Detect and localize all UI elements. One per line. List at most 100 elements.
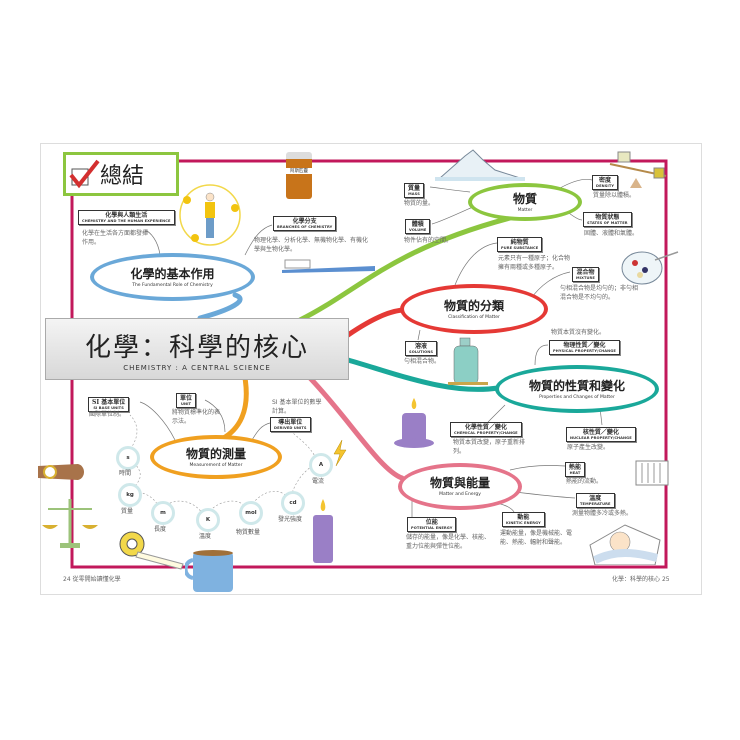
topic-subtitle: Classification of Matter bbox=[448, 314, 500, 320]
unit-mole: mol bbox=[239, 501, 263, 525]
desc-density: 質量除以體積。 bbox=[593, 192, 636, 199]
topic-title: 化學的基本作用 bbox=[130, 266, 215, 281]
unit-label: 物質數量 bbox=[235, 529, 261, 536]
unit-label: 溫度 bbox=[198, 533, 212, 540]
desc-temperature: 測量物體多冷或多熱。 bbox=[572, 510, 633, 517]
desc-mixture: 勻相混合物是均勻的；非勻相混合物是不均勻的。 bbox=[560, 285, 639, 301]
desc-volume: 物件佔有的空間。 bbox=[404, 237, 453, 244]
unit-label: 長度 bbox=[153, 526, 167, 533]
person-illustration bbox=[179, 184, 241, 246]
radiator-illustration bbox=[635, 460, 669, 486]
desc-derived-units: SI 基本單位的數學計算。 bbox=[272, 399, 322, 415]
branch-teal bbox=[345, 357, 501, 392]
unit-label: 發光強度 bbox=[277, 516, 303, 523]
mouthwash-bottle-illustration bbox=[448, 337, 488, 385]
desc-unit: 將物質標準化的表示法。 bbox=[172, 409, 221, 425]
branch-blue bbox=[197, 292, 243, 321]
desc-potential-energy: 儲存的能量，像是化學、核能、重力位能與彈性位能。 bbox=[406, 534, 491, 550]
unit-candela: cd bbox=[281, 491, 305, 515]
topic-subtitle: The Fundamental Role of Chemistry bbox=[132, 282, 213, 288]
page-number-right: 25 bbox=[661, 576, 670, 583]
sick-child-illustration bbox=[589, 524, 661, 565]
summary-title: 總結 bbox=[100, 164, 145, 189]
toothbrush-illustration bbox=[282, 259, 375, 273]
desc-nuclear: 原子產生改變。 bbox=[567, 444, 610, 451]
candle-illustration bbox=[313, 499, 333, 563]
aspirin-bottle-illustration: 阿斯匹靈 bbox=[286, 152, 312, 199]
desc-branches: 物理化學、分析化學、無機物化學、有機化學與生物化學。 bbox=[254, 237, 369, 253]
unit-meter: m bbox=[151, 501, 175, 525]
desc-si-base-units: 國際單位制。 bbox=[89, 411, 126, 418]
unit-label: 時間 bbox=[118, 470, 132, 477]
desc-states: 固體、液體和氣體。 bbox=[584, 230, 639, 237]
desc-kinetic-energy: 運動能量，像是機械能、電能、熱能、輻射和聲能。 bbox=[500, 530, 573, 546]
lightning-icon bbox=[333, 440, 347, 466]
branch-green bbox=[297, 215, 513, 323]
footer-left: 24 從零開始讀懂化學 bbox=[63, 574, 121, 583]
topic-subtitle: Measurement of Matter bbox=[189, 462, 243, 468]
branch-pink bbox=[307, 375, 405, 481]
wristwatch-illustration bbox=[38, 464, 84, 480]
unit-label: 電流 bbox=[311, 478, 325, 485]
iceberg-illustration bbox=[435, 149, 525, 181]
summary-title-box: 總結 bbox=[63, 152, 179, 196]
desc-chemistry-human: 化學在生活各方面都發揮作用。 bbox=[82, 230, 149, 246]
topic-title: 物質 bbox=[512, 191, 537, 206]
balance-scale-illustration bbox=[42, 499, 98, 548]
central-subtitle: CHEMISTRY : A CENTRAL SCIENCE bbox=[123, 363, 271, 372]
unit-ampere: A bbox=[309, 453, 333, 477]
checkmark-icon bbox=[69, 159, 100, 189]
desc-pure-substance: 元素只有一種原子；化合物擁有兩種或多種原子。 bbox=[498, 255, 571, 271]
central-banner: 化學：科學的核心 CHEMISTRY : A CENTRAL SCIENCE bbox=[45, 318, 349, 380]
topic-title: 物質的分類 bbox=[443, 298, 504, 313]
branch-red bbox=[345, 307, 408, 338]
desc-heat: 熱能的流動。 bbox=[566, 478, 603, 485]
topic-title: 物質的性質和變化 bbox=[528, 378, 625, 393]
topic-title: 物質的測量 bbox=[185, 446, 246, 461]
desc-mass: 物質的量。 bbox=[404, 200, 435, 207]
coffee-cup-illustration bbox=[185, 550, 233, 592]
seesaw-illustration bbox=[609, 151, 667, 188]
desc-physical: 物質本質沒有變化。 bbox=[551, 329, 606, 336]
bottle-label: 阿斯匹靈 bbox=[286, 168, 312, 174]
unit-label: 質量 bbox=[120, 508, 134, 515]
page-number-left: 24 bbox=[63, 576, 71, 583]
central-title: 化學：科學的核心 bbox=[84, 332, 309, 363]
footer-right: 化學：科學的核心 25 bbox=[612, 574, 670, 583]
tape-measure-illustration bbox=[119, 531, 184, 570]
topic-subtitle: Matter bbox=[517, 207, 533, 213]
melting-candle-illustration bbox=[394, 398, 434, 448]
unit-kilogram: kg bbox=[118, 483, 142, 507]
desc-chemical: 物質本質改變，原子重新排列。 bbox=[453, 439, 526, 455]
unit-kelvin: K bbox=[196, 508, 220, 532]
cereal-bowl-illustration bbox=[621, 251, 679, 285]
chapter-title: 化學：科學的核心 bbox=[612, 576, 661, 583]
unit-second: s bbox=[116, 446, 140, 470]
topic-subtitle: Matter and Energy bbox=[439, 492, 481, 497]
desc-solutions: 勻相混合物。 bbox=[404, 358, 441, 365]
